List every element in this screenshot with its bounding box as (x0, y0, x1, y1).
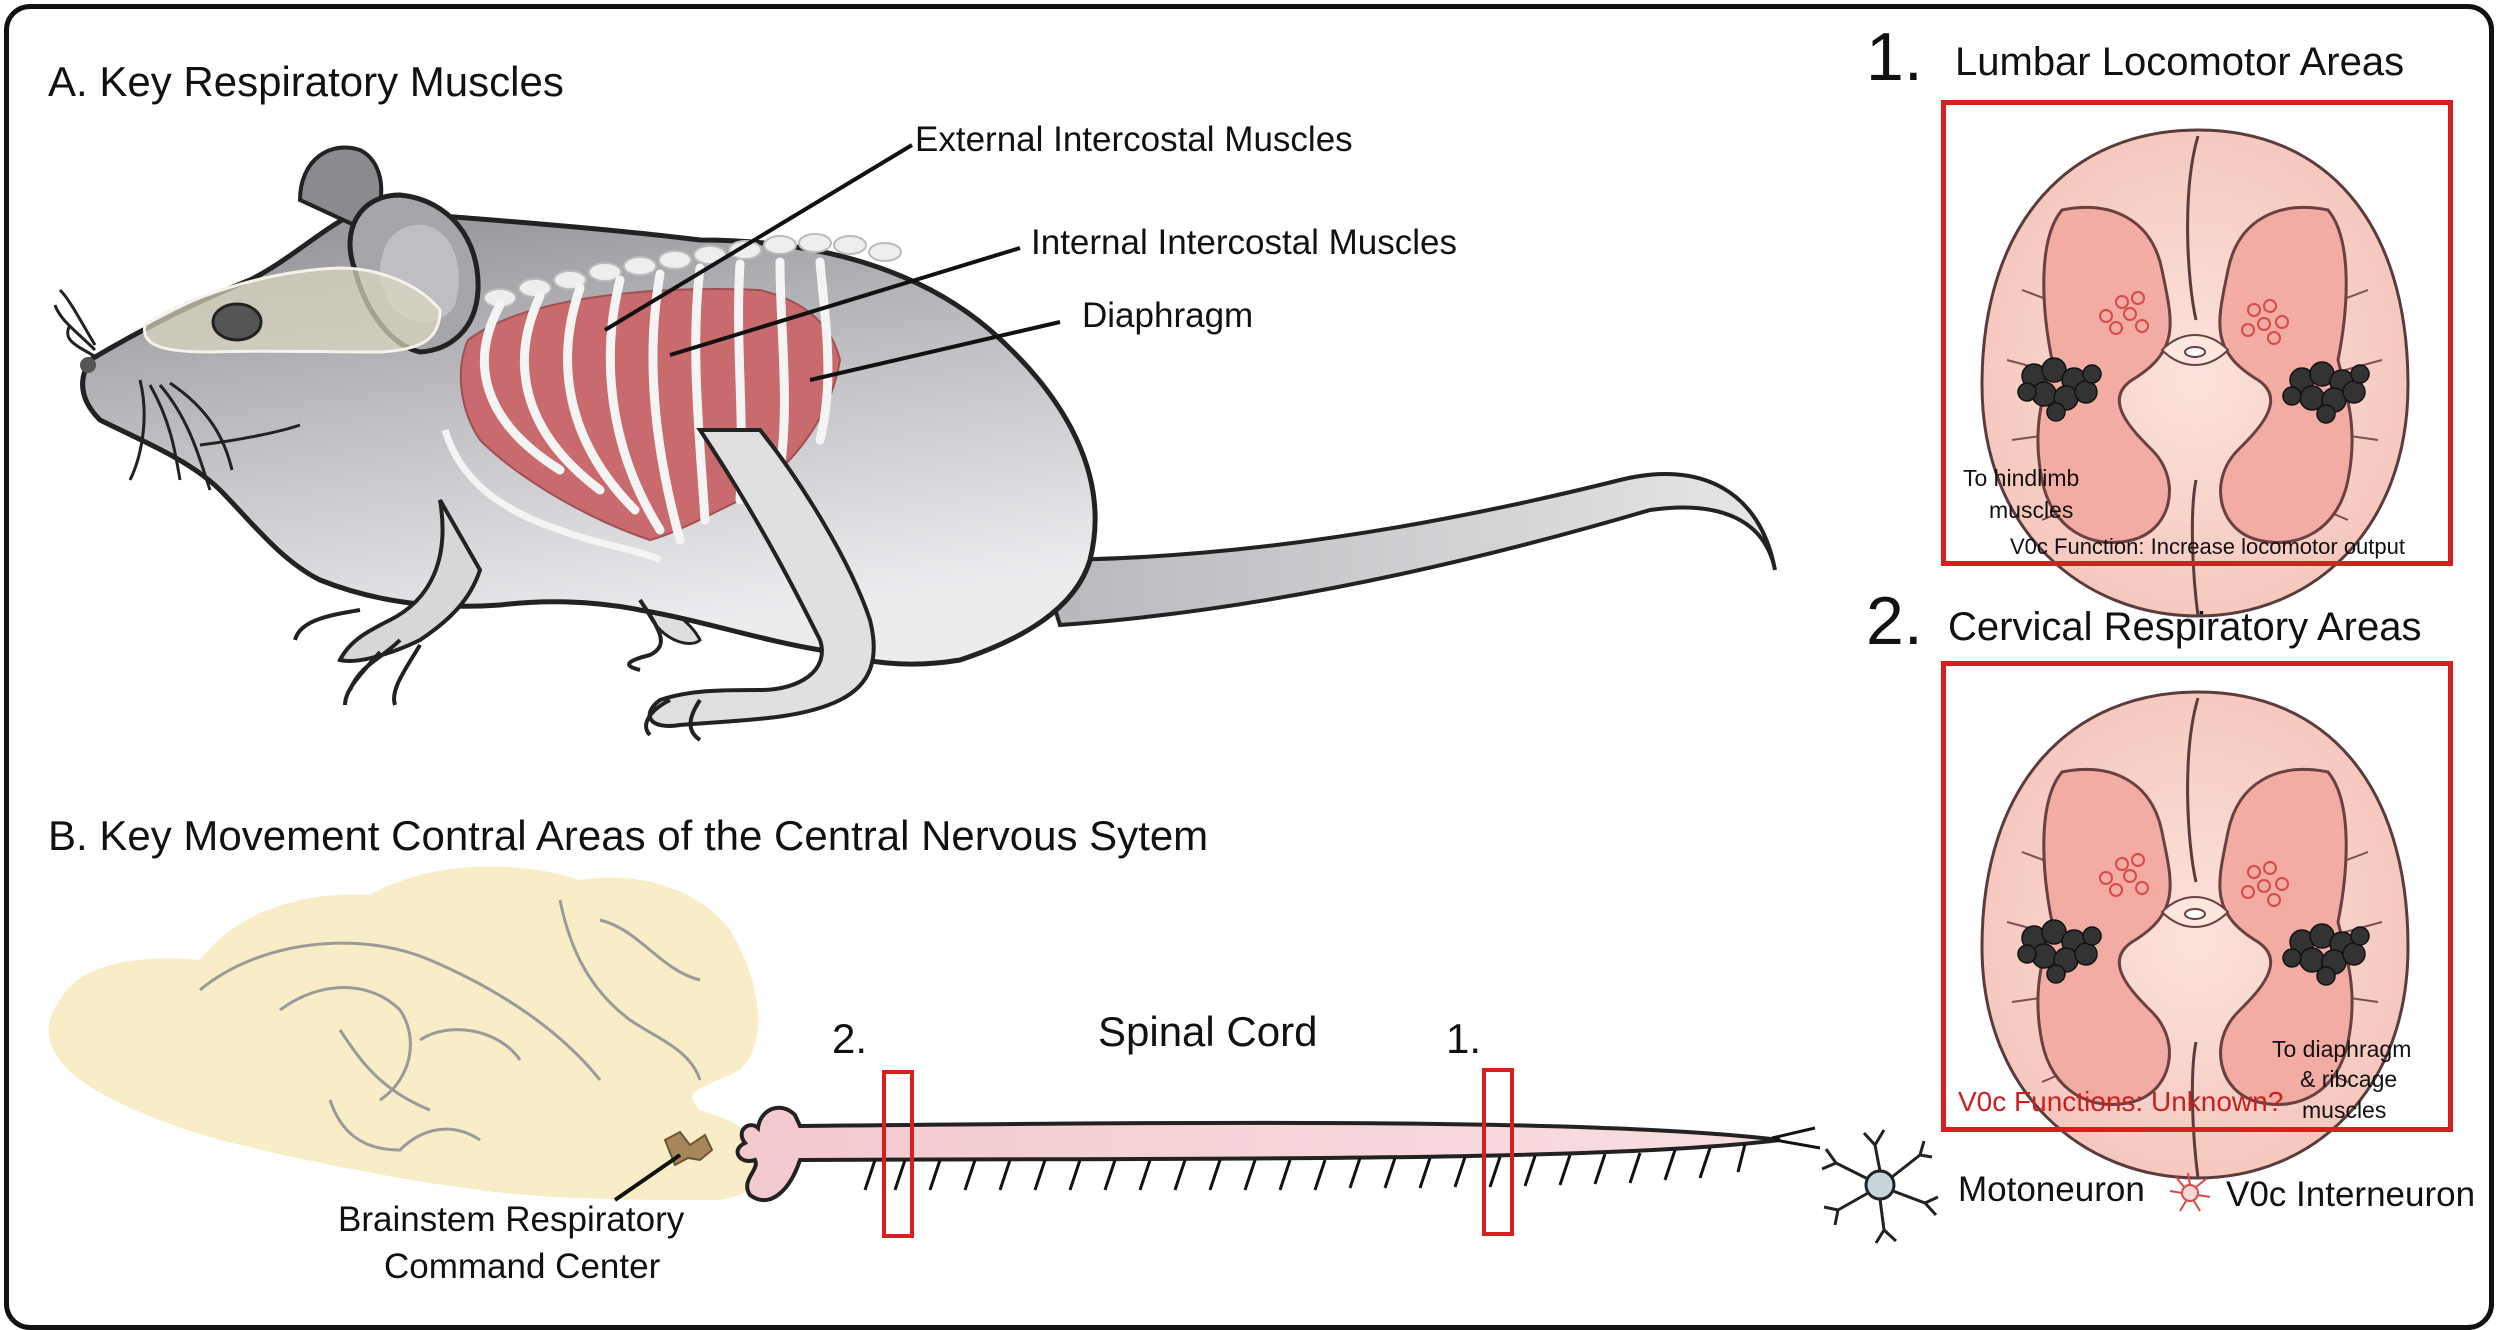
label-internal-intercostal: Internal Intercostal Muscles (1031, 223, 1458, 262)
spinal-cord-body (735, 1105, 1781, 1202)
legend-motoneuron-label: Motoneuron (1958, 1170, 2145, 1209)
motoneuron-pool-left (2017, 357, 2102, 422)
cervical-cross-section (1980, 690, 2410, 1180)
lumbar-section-box (1941, 100, 2453, 566)
mouse-nose (80, 357, 96, 373)
spinal-cord (735, 1068, 1821, 1238)
v0c-interneuron-cluster-left (2099, 291, 2149, 335)
cross-section-drawing (1980, 690, 2410, 1180)
spinal-nerves (863, 1126, 1821, 1191)
lumbar-cross-section (1980, 128, 2410, 618)
legend-interneuron-label: V0c Interneuron (2226, 1175, 2476, 1214)
section2-target-line1: To diaphragm (2272, 1036, 2412, 1062)
lumbar-region-box (1482, 1068, 1514, 1236)
section1-title: Lumbar Locomotor Areas (1955, 40, 2405, 84)
mouse-front-paw (343, 638, 422, 706)
ribs (479, 257, 833, 545)
panel-b-title: B. Key Movement Contral Areas of the Cen… (48, 812, 1209, 859)
section2-title: Cervical Respiratory Areas (1948, 605, 2422, 649)
motoneuron-pool-left (2017, 919, 2102, 984)
section1-number: 1. (1866, 19, 1923, 95)
panel-a-leader-lines (603, 143, 1061, 382)
v0c-interneuron-cluster-right (2241, 861, 2289, 907)
label-brainstem-line2: Command Center (384, 1247, 661, 1286)
cervical-section-box (1941, 661, 2453, 1132)
mouse-spine (483, 233, 902, 308)
motoneuron-pool-right (2282, 923, 2370, 986)
brain-illustration (48, 866, 760, 1202)
label-external-intercostal: External Intercostal Muscles (915, 120, 1353, 159)
section2-function: V0c Functions: Unknown? (1958, 1086, 2284, 1117)
section1-target-line1: To hindlimb (1963, 465, 2080, 491)
mouse-illustration (53, 145, 1777, 742)
mouse-whiskers (53, 288, 234, 491)
mouse-eye (211, 302, 263, 342)
motoneuron-legend-icon (1821, 1129, 1939, 1244)
brain-outline (48, 866, 760, 1200)
marker-cervical: 2. (832, 1015, 868, 1062)
marker-lumbar: 1. (1446, 1015, 1482, 1062)
motoneuron-pool-right (2282, 361, 2370, 424)
label-diaphragm: Diaphragm (1082, 296, 1254, 335)
section1-target-line2: muscles (1989, 497, 2074, 523)
section2-target-line2: & ribcage (2300, 1066, 2398, 1092)
cross-section-drawing (1980, 128, 2410, 618)
panel-a-title: A. Key Respiratory Muscles (48, 58, 564, 105)
mouse-front-leg (337, 499, 483, 663)
v0c-interneuron-cluster-left (2099, 853, 2149, 897)
figure-border (4, 4, 2494, 1330)
mouse-tail (1037, 472, 1777, 628)
mouse-skull (143, 266, 442, 354)
label-spinal-cord: Spinal Cord (1098, 1008, 1318, 1055)
label-brainstem-line1: Brainstem Respiratory (338, 1200, 685, 1239)
section2-target-line3: muscles (2302, 1097, 2387, 1123)
v0c-interneuron-cluster-right (2241, 299, 2289, 345)
section2-number: 2. (1866, 583, 1923, 659)
section1-function: V0c Function: Increase locomotor output (2010, 534, 2405, 559)
cervical-region-box (882, 1070, 914, 1238)
v0c-interneuron-legend-icon (2169, 1172, 2211, 1212)
mouse-hind-leg (647, 428, 876, 728)
